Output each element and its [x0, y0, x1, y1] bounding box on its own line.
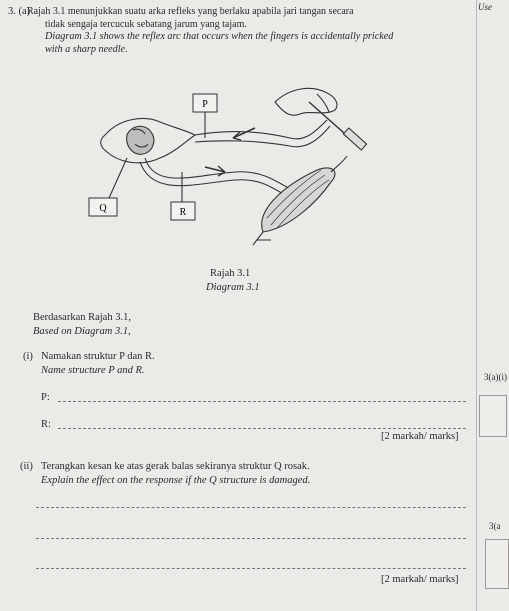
label-box-q	[88, 197, 118, 217]
examiner-mark-box-a-i	[479, 395, 507, 437]
use-label: Use	[478, 2, 492, 12]
finger-detail	[316, 93, 330, 113]
part-ii-number: (ii)	[20, 461, 33, 472]
question-text-ms-1: Rajah 3.1 menunjukkan suatu arka refleks…	[27, 6, 354, 17]
spinal-cord-detail	[132, 128, 149, 148]
part-i-text-en: Name structure P and R.	[41, 365, 145, 376]
impulse-arrow-motor-head	[217, 165, 226, 177]
tendon-lower	[252, 231, 271, 246]
label-r: R	[180, 207, 187, 218]
label-p: P	[202, 99, 208, 110]
question-number: 3. (a)	[8, 6, 31, 17]
part-ii-text-en: Explain the effect on the response if th…	[41, 475, 311, 486]
answer-r-line[interactable]	[58, 428, 466, 429]
based-on-en: Based on Diagram 3.1,	[33, 326, 131, 337]
leader-q	[108, 157, 128, 199]
hand	[274, 87, 338, 116]
impulse-arrow-motor	[204, 166, 226, 173]
examiner-mark-box-a-ii	[485, 539, 509, 589]
label-q: Q	[99, 203, 107, 214]
question-text-en-2: with a sharp needle.	[45, 44, 128, 55]
part-ii-text-ms: Terangkan kesan ke atas gerak balas seki…	[41, 461, 310, 472]
based-on-ms: Berdasarkan Rajah 3.1,	[33, 312, 131, 323]
part-i-marks: [2 markah/ marks]	[381, 431, 459, 442]
part-i-text-ms: Namakan struktur P dan R.	[41, 351, 155, 362]
answer-line-2[interactable]	[36, 538, 466, 539]
answer-p-label: P:	[41, 392, 50, 403]
diagram-caption-ms: Rajah 3.1	[210, 268, 251, 279]
margin-code-a-i: 3(a)(i)	[484, 372, 507, 382]
answer-r-label: R:	[41, 419, 51, 430]
tendon-upper	[330, 155, 348, 173]
part-i-number: (i)	[23, 351, 33, 362]
answer-line-3[interactable]	[36, 568, 466, 569]
impulse-arrow-sensory-head	[232, 131, 242, 141]
spinal-cord-grey-matter	[126, 125, 155, 155]
margin-rule	[476, 0, 477, 611]
impulse-arrow-sensory	[232, 127, 256, 139]
label-box-p	[192, 93, 218, 113]
part-ii-marks: [2 markah/ marks]	[381, 574, 459, 585]
margin-code-a-ii: 3(a	[489, 521, 501, 531]
question-text-ms-2: tidak sengaja tercucuk sebatang jarum ya…	[45, 19, 247, 30]
spinal-cord-outline	[100, 117, 197, 164]
needle-handle	[342, 127, 368, 151]
muscle-fibres	[266, 169, 330, 229]
answer-line-1[interactable]	[36, 507, 466, 508]
motor-neurone-lower	[139, 161, 291, 199]
label-box-r	[170, 201, 196, 221]
motor-neurone	[144, 157, 296, 193]
diagram-caption-en: Diagram 3.1	[206, 282, 260, 293]
muscle	[261, 167, 336, 233]
reflex-arc-diagram: P Q R	[88, 87, 368, 246]
answer-p-line[interactable]	[58, 401, 466, 402]
sensory-neurone	[194, 119, 328, 140]
question-text-en-1: Diagram 3.1 shows the reflex arc that oc…	[45, 31, 394, 42]
sensory-neurone-lower	[194, 125, 331, 148]
